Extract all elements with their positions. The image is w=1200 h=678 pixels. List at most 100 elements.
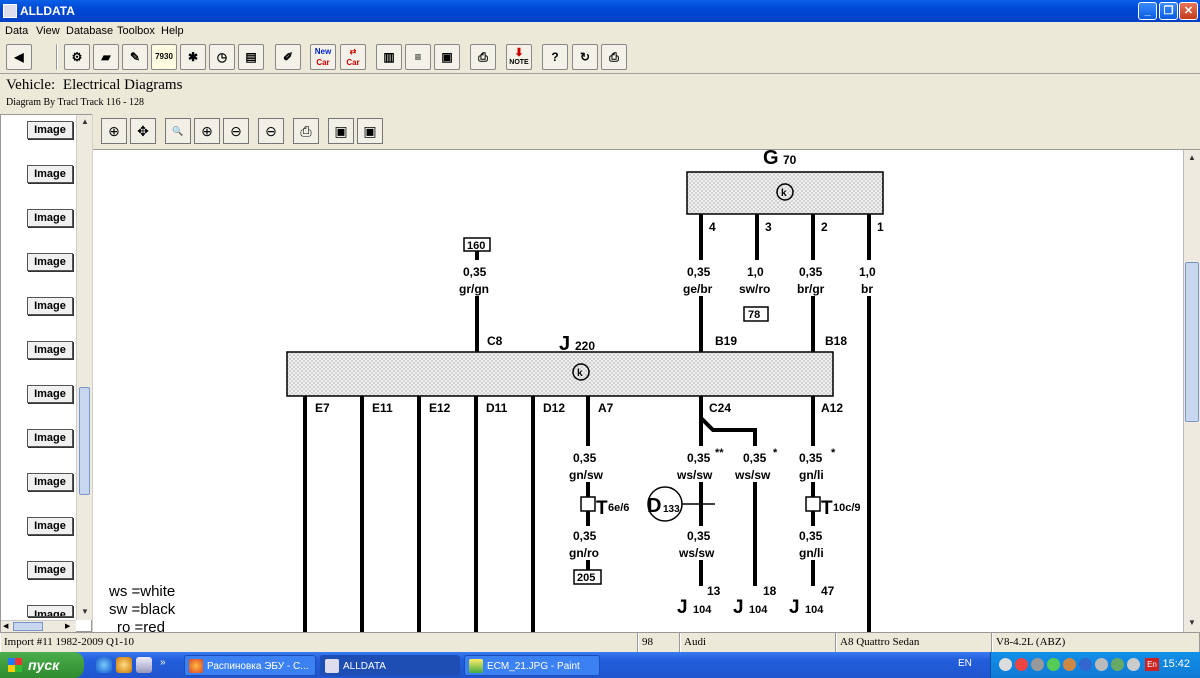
maximize-button[interactable]: ❐ — [1159, 2, 1178, 20]
film-next-icon: ▣ — [363, 123, 377, 139]
new-car-button[interactable]: New Car — [310, 44, 336, 70]
left-horizontal-scrollbar[interactable]: ◀ ▶ — [1, 620, 76, 632]
menu-toolbox[interactable]: Toolbox — [117, 25, 155, 37]
book-button[interactable]: ▤ — [238, 44, 264, 70]
c24-gauge-1: 0,35 — [687, 451, 711, 465]
task-alldata[interactable]: ALLDATA — [320, 655, 460, 676]
j220-k-letter: k — [577, 368, 583, 379]
quicklaunch-desktop-icon[interactable] — [136, 657, 152, 673]
pan-tool-button[interactable]: ✥ — [130, 118, 156, 144]
ref-205-label: 205 — [577, 572, 595, 584]
image-button-2[interactable]: Image — [27, 165, 73, 183]
note-button[interactable]: ⬇ NOTE — [506, 44, 532, 70]
tray-device-icon[interactable] — [1127, 658, 1140, 671]
j104-label-3: J — [789, 597, 800, 618]
menu-help[interactable]: Help — [161, 25, 184, 37]
image-view-button[interactable]: ▣ — [434, 44, 460, 70]
image-button-5[interactable]: Image — [27, 297, 73, 315]
scroll-left-arrow-icon[interactable]: ◀ — [3, 623, 9, 630]
quicklaunch-browser-icon[interactable] — [116, 657, 132, 673]
minimize-button[interactable]: _ — [1138, 2, 1157, 20]
task-paint[interactable]: ECM_21.JPG - Paint — [464, 655, 600, 676]
connector-t10c-icon — [805, 496, 821, 512]
refresh-button[interactable]: ↻ — [572, 44, 598, 70]
back-button[interactable]: ◀ — [6, 44, 32, 70]
diagram-scroll-thumb[interactable] — [1185, 262, 1199, 422]
task-paint-label: ECM_21.JPG - Paint — [487, 661, 580, 672]
help-button[interactable]: ? — [542, 44, 568, 70]
image-button-9[interactable]: Image — [27, 473, 73, 491]
page-title: Vehicle: Electrical Diagrams — [6, 77, 182, 94]
quicklaunch-ie-icon[interactable] — [96, 657, 112, 673]
start-button[interactable]: пуск — [0, 652, 84, 678]
a12-gauge-2: 0,35 — [799, 529, 823, 543]
ohms-button[interactable]: 7930 — [151, 44, 177, 70]
scroll-up-arrow-icon[interactable]: ▲ — [81, 117, 89, 126]
scroll-right-arrow-icon[interactable]: ▶ — [65, 623, 71, 630]
vehicle-select-button[interactable]: ⚙ — [64, 44, 90, 70]
menu-database[interactable]: Database — [66, 25, 114, 37]
wire-ge-br-gauge: 0,35 — [687, 265, 711, 279]
zoom-100-button[interactable]: 🔍 — [165, 118, 191, 144]
next-image-button[interactable]: ▣ — [357, 118, 383, 144]
zoom-fit-button[interactable]: ⊖ — [258, 118, 284, 144]
tray-volume-icon[interactable] — [1063, 658, 1076, 671]
app-icon — [3, 4, 17, 18]
image-button-7[interactable]: Image — [27, 385, 73, 403]
tray-network-icon[interactable] — [1047, 658, 1060, 671]
pin-a12: A12 — [821, 401, 843, 415]
tray-power-icon[interactable] — [1095, 658, 1108, 671]
zoom-out-button[interactable]: ⊖ — [223, 118, 249, 144]
tray-users-icon[interactable] — [999, 658, 1012, 671]
tools-button[interactable]: ✎ — [122, 44, 148, 70]
thumbnail-panel: Image Image Image Image Image Image Imag… — [0, 114, 92, 632]
image-button-4[interactable]: Image — [27, 253, 73, 271]
tray-antivirus-icon[interactable] — [1015, 658, 1028, 671]
left-scroll-thumb[interactable] — [79, 387, 90, 495]
print-button[interactable]: ⎙ — [470, 44, 496, 70]
print-preview-button[interactable]: ✐ — [275, 44, 301, 70]
parts-button[interactable]: ✱ — [180, 44, 206, 70]
task-firefox[interactable]: Распиновка ЭБУ - С... — [184, 655, 316, 676]
image-button-8[interactable]: Image — [27, 429, 73, 447]
split-view-button[interactable]: ▥ — [376, 44, 402, 70]
tray-bluetooth-icon[interactable] — [1079, 658, 1092, 671]
language-indicator[interactable]: EN — [958, 658, 972, 669]
wire-160-gauge: 0,35 — [463, 265, 487, 279]
wiring-diagram-canvas[interactable]: G 70 k 4 3 2 1 0,35 ge/br 1,0 sw/ro 0,35… — [93, 150, 1183, 632]
image-button-6[interactable]: Image — [27, 341, 73, 359]
film-icon: ▣ — [441, 50, 453, 64]
fax-button[interactable]: ⎙ — [601, 44, 627, 70]
open-folder-button[interactable]: ▰ — [93, 44, 119, 70]
menu-view[interactable]: View — [36, 25, 60, 37]
prev-image-button[interactable]: ▣ — [328, 118, 354, 144]
diagram-vertical-scrollbar[interactable]: ▲ ▼ — [1183, 150, 1200, 632]
tray-clock[interactable]: 15:42 — [1162, 658, 1190, 670]
new-car-label-top: New — [314, 47, 332, 56]
zoom-tool-button[interactable]: ⊕ — [101, 118, 127, 144]
g70-pin-2: 2 — [821, 220, 828, 234]
image-button-3[interactable]: Image — [27, 209, 73, 227]
image-button-10[interactable]: Image — [27, 517, 73, 535]
diagram-scroll-up-icon[interactable]: ▲ — [1188, 153, 1196, 162]
text-view-button[interactable]: ≡ — [405, 44, 431, 70]
image-button-1[interactable]: Image — [27, 121, 73, 139]
change-car-button[interactable]: ⇄ Car — [340, 44, 366, 70]
labor-button[interactable]: ◷ — [209, 44, 235, 70]
scroll-down-arrow-icon[interactable]: ▼ — [81, 607, 89, 616]
zoom-in-button[interactable]: ⊕ — [194, 118, 220, 144]
left-hscroll-thumb[interactable] — [13, 622, 43, 631]
image-button-11[interactable]: Image — [27, 561, 73, 579]
diagram-print-button[interactable]: ⎙ — [293, 118, 319, 144]
left-vertical-scrollbar[interactable]: ▲ ▼ — [76, 115, 92, 620]
quicklaunch-more-icon[interactable]: » — [160, 657, 166, 668]
close-button[interactable]: ✕ — [1179, 2, 1198, 20]
image-button-12[interactable]: Image — [27, 605, 73, 617]
tray-update-icon[interactable] — [1111, 658, 1124, 671]
tray-language-badge[interactable]: En — [1145, 658, 1159, 671]
diagram-scroll-down-icon[interactable]: ▼ — [1188, 618, 1196, 627]
tray-shield-icon[interactable] — [1031, 658, 1044, 671]
windows-logo-icon — [8, 658, 22, 672]
menu-data[interactable]: Data — [5, 25, 29, 37]
gears-icon: ✱ — [187, 50, 199, 64]
